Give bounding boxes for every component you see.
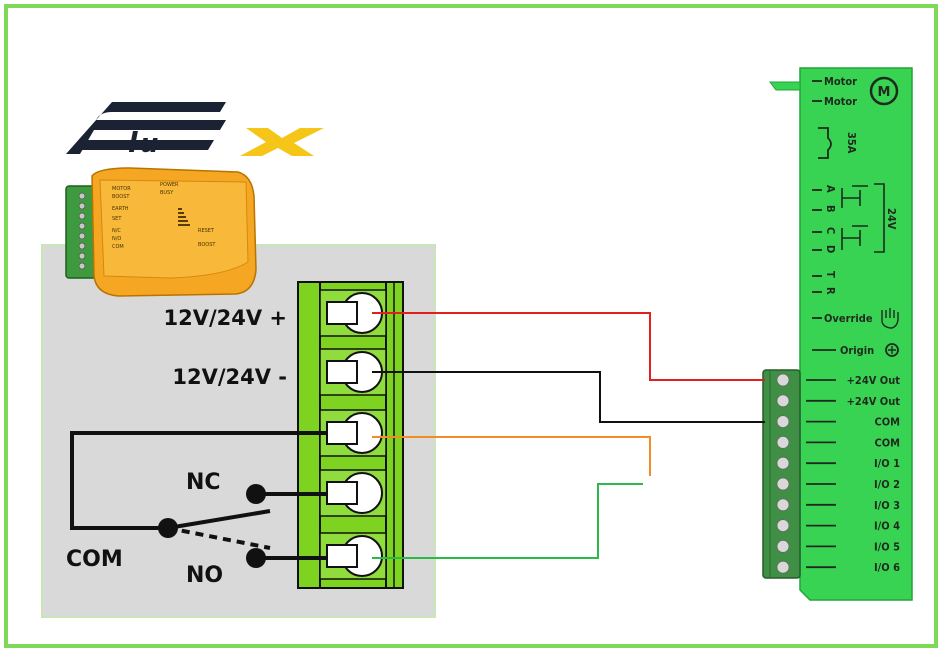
controller-pin-label-1: +24V Out — [847, 374, 901, 387]
controller-pin-10 — [776, 560, 790, 574]
com-contact-dot — [158, 518, 178, 538]
module-label-busy: BUSY — [160, 190, 174, 196]
pin-label-t: T — [824, 271, 837, 278]
fuse-label-35a: 35A — [845, 132, 858, 154]
wire-io2 — [372, 483, 643, 559]
module-label-no: N/O — [112, 236, 121, 242]
svg-text:l: l — [128, 126, 138, 159]
relay-terminal-1 — [319, 289, 387, 337]
module-label-power: POWER — [160, 182, 179, 188]
controller-pin-label-5: I/O 1 — [874, 457, 900, 470]
controller-pin-2 — [776, 394, 790, 408]
relay-terminal-block — [297, 281, 404, 589]
controller-pin-label-9: I/O 5 — [874, 540, 900, 553]
pin-label-c: C — [824, 227, 837, 234]
controller-pin-label-2: +24V Out — [847, 395, 901, 408]
wire-negative — [372, 371, 765, 423]
controller-terminal-strip — [762, 369, 801, 579]
no-contact-dot — [246, 548, 266, 568]
fuse-icon — [818, 127, 832, 159]
controller-pin-5 — [776, 456, 790, 470]
controller-pin-label-3: COM — [874, 416, 900, 429]
controller-pin-label-8: I/O 4 — [874, 520, 900, 533]
controller-pin-7 — [776, 498, 790, 512]
controller-pin-4 — [776, 435, 790, 449]
svg-text:M: M — [878, 85, 891, 100]
controller-pin-8 — [776, 519, 790, 532]
controller-pin-label-10: I/O 6 — [874, 561, 900, 574]
module-label-boost: BOOST — [112, 194, 130, 200]
controller-pin-6 — [776, 477, 790, 491]
nc-label: NC — [186, 470, 221, 495]
module-label-reset: RESET — [198, 228, 215, 234]
wire-io5 — [372, 436, 651, 476]
relay-terminal-3 — [319, 409, 387, 457]
wire-positive — [372, 312, 765, 381]
no-label: NO — [186, 563, 223, 588]
module-label-set: SET — [112, 216, 122, 222]
switch-ab-icon — [841, 185, 868, 208]
module-label-nc: N/C — [112, 228, 121, 234]
pin-label-b: B — [824, 205, 837, 213]
override-label: Override — [824, 312, 873, 325]
wires — [372, 312, 765, 559]
origin-label: Origin — [840, 344, 874, 357]
controller-pin-label-4: COM — [874, 436, 900, 449]
origin-icon — [885, 343, 899, 357]
module-label-motor: MOTOR — [112, 186, 131, 192]
svg-text:u: u — [140, 129, 159, 159]
controller-pin-label-7: I/O 3 — [874, 499, 900, 512]
module-label-boost-2: BOOST — [198, 242, 216, 248]
terminal-label-negative: 12V/24V - — [172, 365, 287, 389]
module-label-earth: EARTH — [112, 206, 129, 212]
voltage-label-24v: 24V — [885, 208, 898, 230]
controller-pin-3 — [776, 415, 790, 429]
flux-module-image: MOTOR BOOST POWER BUSY EARTH SET N/C N/O… — [65, 167, 257, 297]
override-hand-icon — [881, 308, 899, 329]
controller-pin-label-6: I/O 2 — [874, 478, 900, 491]
controller-pin-9 — [776, 540, 790, 553]
motor-label-2: Motor — [824, 95, 857, 108]
com-label: COM — [66, 547, 123, 572]
relay-terminal-4 — [319, 469, 387, 517]
flux-logo: l u — [66, 102, 324, 159]
controller-board: M Motor Motor 35A A B C D T R 24V Overri… — [762, 67, 913, 601]
relay-terminal-5 — [319, 532, 387, 580]
pin-label-r: R — [824, 287, 837, 295]
relay-contact-wiring — [70, 431, 327, 560]
motor-icon — [869, 76, 899, 106]
pin-label-a: A — [824, 185, 837, 193]
switch-cd-icon — [841, 225, 868, 250]
motor-label-1: Motor — [824, 75, 857, 88]
nc-contact-dot — [246, 484, 266, 504]
terminal-label-positive: 12V/24V + — [163, 306, 287, 330]
module-label-com: COM — [112, 244, 124, 250]
controller-pin-1 — [776, 373, 790, 387]
pin-label-d: D — [824, 245, 837, 253]
